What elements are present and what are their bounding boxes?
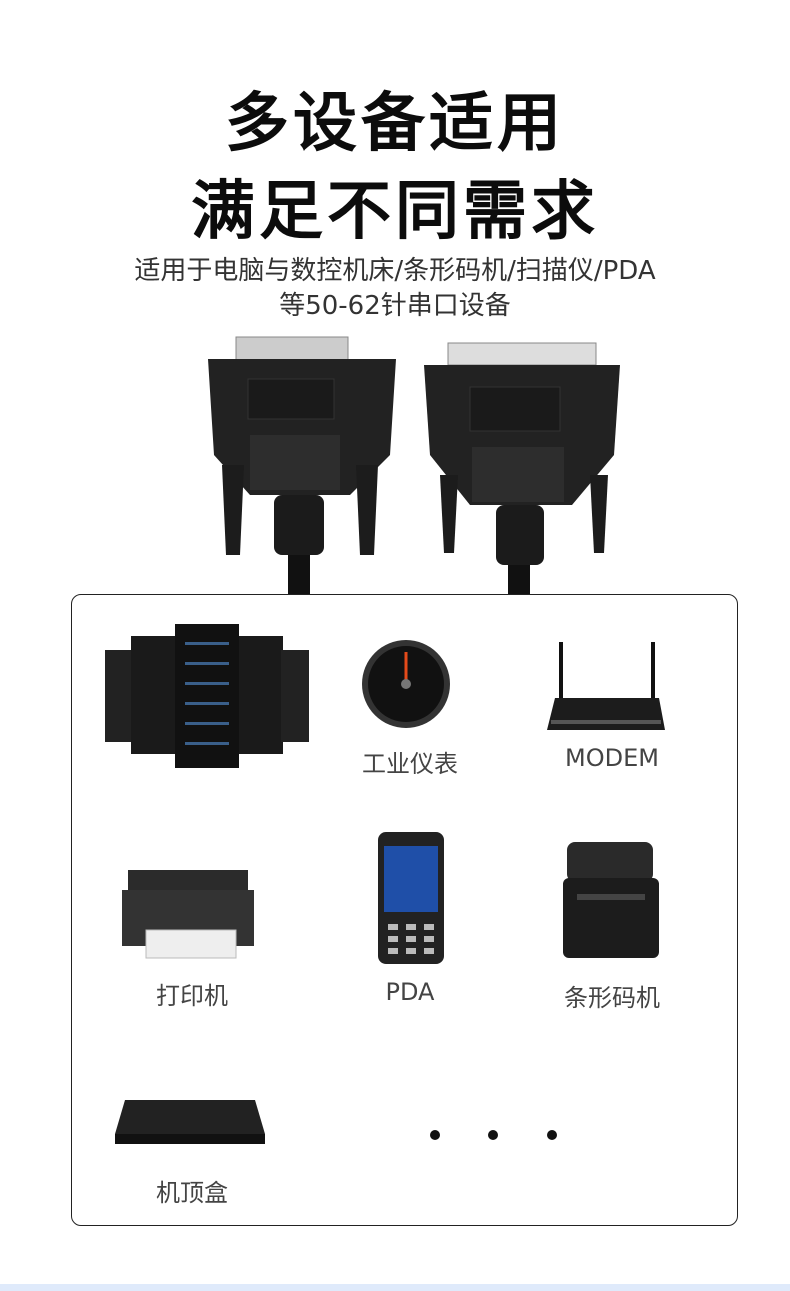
set-top-box-image xyxy=(115,1100,265,1144)
connector-right xyxy=(424,342,620,595)
ellipsis-dot xyxy=(488,1130,498,1140)
ellipsis-dot xyxy=(430,1130,440,1140)
headline-line2: 满足不同需求 xyxy=(191,175,599,249)
ellipsis-dot xyxy=(547,1130,557,1140)
device-label-modem: MODEM xyxy=(565,744,659,772)
industrial-gauge-image xyxy=(362,640,450,728)
devices-panel xyxy=(71,594,738,1226)
bottom-accent-strip xyxy=(0,1284,790,1291)
db-connector-cables-image xyxy=(208,336,620,595)
pda-image xyxy=(378,832,444,964)
server-rack-image xyxy=(105,624,309,768)
device-label-set-top-box: 机顶盒 xyxy=(156,1179,228,1207)
barcode-printer-image xyxy=(563,842,659,958)
device-label-barcode: 条形码机 xyxy=(564,984,660,1012)
device-label-pda: PDA xyxy=(385,978,435,1006)
printer-image xyxy=(122,870,254,959)
connector-left xyxy=(208,336,396,595)
subtitle-line2: 等50-62针串口设备 xyxy=(279,291,511,321)
modem-router-image xyxy=(547,642,665,730)
device-label-printer: 打印机 xyxy=(156,982,228,1010)
subtitle-line1: 适用于电脑与数控机床/条形码机/扫描仪/PDA xyxy=(134,256,656,286)
device-label-gauge: 工业仪表 xyxy=(362,750,458,778)
headline-line1: 多设备适用 xyxy=(225,87,565,161)
